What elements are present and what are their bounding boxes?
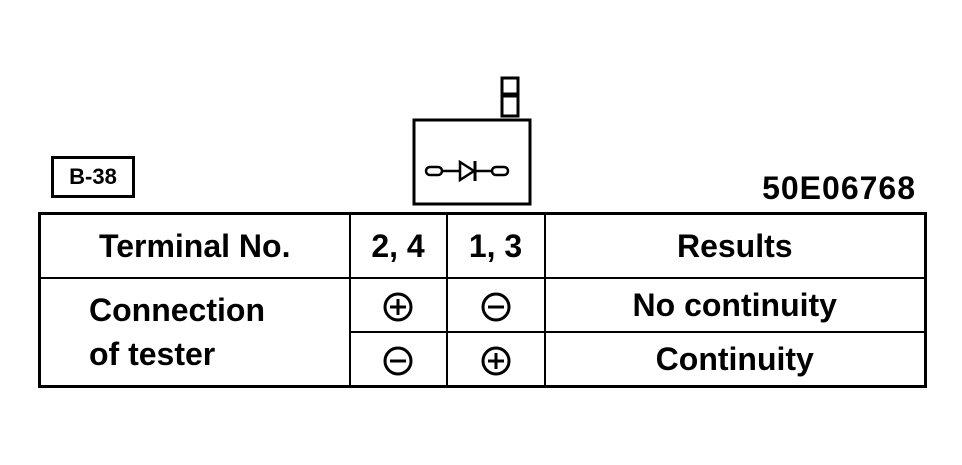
header-terminal-no: Terminal No. xyxy=(38,212,351,279)
table-row: Connection of tester No continuity xyxy=(38,277,927,388)
row2-terminal-1-3 xyxy=(445,331,546,388)
diagram-label-badge: B-38 xyxy=(51,156,135,198)
header-terminal-2-4: 2, 4 xyxy=(348,212,448,279)
header-results: Results xyxy=(543,212,927,279)
row2-terminal-2-4 xyxy=(348,331,448,388)
row1-terminal-2-4 xyxy=(348,277,448,333)
table-row: Continuity xyxy=(40,331,927,388)
row1-terminal-1-3 xyxy=(445,277,546,333)
continuity-table: Terminal No. 2, 4 1, 3 Results Connectio… xyxy=(38,212,927,388)
minus-icon xyxy=(383,346,413,376)
table-header-row: Terminal No. 2, 4 1, 3 Results xyxy=(38,212,927,279)
row2-result: Continuity xyxy=(543,331,927,388)
row1-result: No continuity xyxy=(543,277,927,333)
plus-icon xyxy=(383,292,413,322)
connector-diode-diagram xyxy=(412,76,532,206)
connection-of-tester-label: Connection of tester xyxy=(38,277,351,388)
header-terminal-1-3: 1, 3 xyxy=(445,212,546,279)
plus-icon xyxy=(481,346,510,376)
part-code: 50E06768 xyxy=(762,170,916,206)
minus-icon xyxy=(481,292,510,322)
